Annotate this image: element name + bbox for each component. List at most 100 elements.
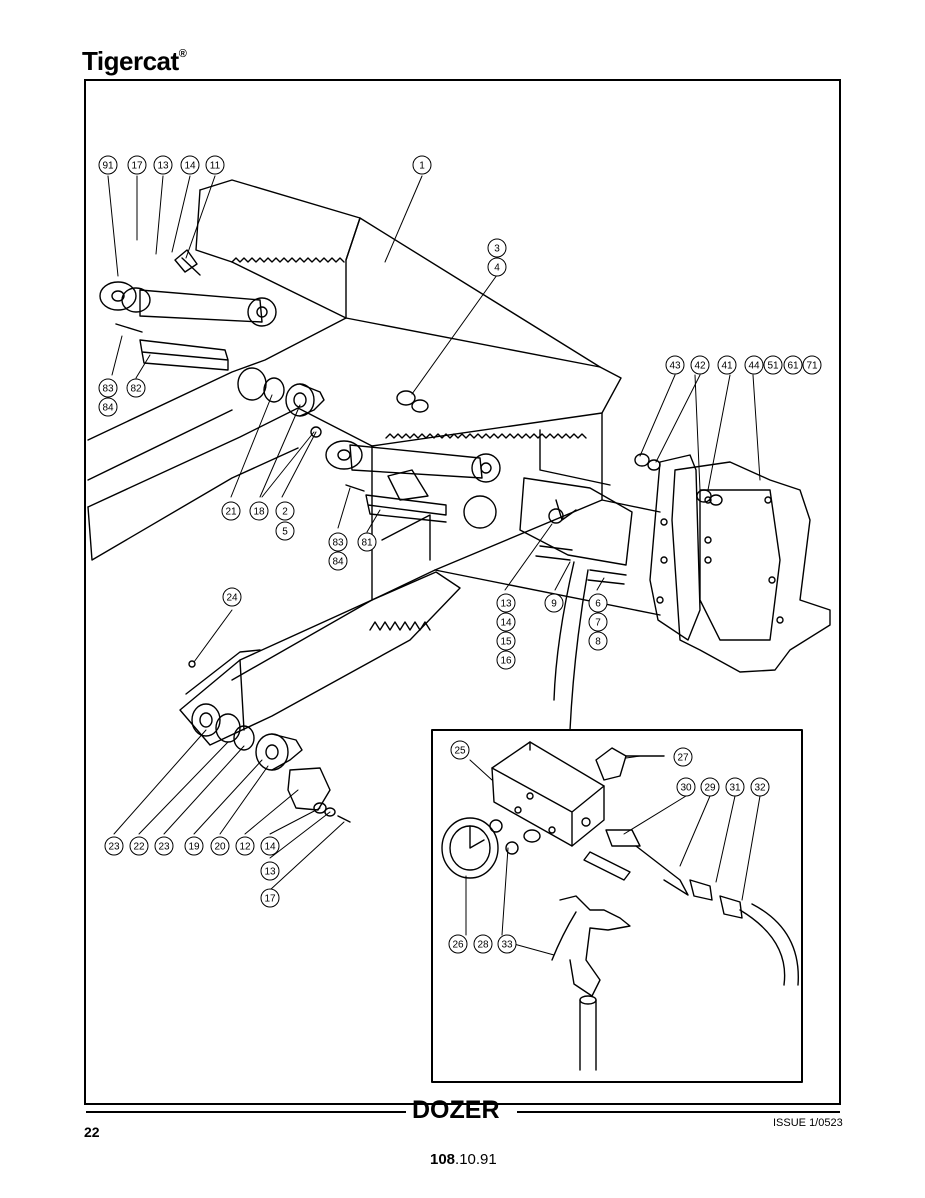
callout-label: 13 bbox=[264, 867, 276, 878]
callout-circle bbox=[496, 631, 516, 651]
callout-16: 16 bbox=[496, 650, 516, 670]
callout-circle bbox=[260, 836, 280, 856]
callout-label: 18 bbox=[253, 507, 265, 518]
callout-19: 19 bbox=[184, 836, 204, 856]
lower-bushings bbox=[215, 713, 351, 823]
section-title: DOZER bbox=[412, 1096, 500, 1124]
callout-25: 25 bbox=[450, 740, 470, 760]
callout-11: 11 bbox=[205, 155, 225, 175]
callout-14: 14 bbox=[260, 836, 280, 856]
callout-circle bbox=[98, 397, 118, 417]
callout-label: 9 bbox=[551, 599, 557, 610]
callout-81: 81 bbox=[357, 532, 377, 552]
upper-cylinder bbox=[99, 249, 277, 327]
callout-label: 32 bbox=[754, 783, 766, 794]
callout-30: 30 bbox=[676, 777, 696, 797]
callout-label: 20 bbox=[214, 842, 226, 853]
callout-label: 23 bbox=[108, 842, 120, 853]
callout-44: 44 bbox=[744, 355, 764, 375]
callout-label: 43 bbox=[669, 361, 681, 372]
callout-label: 61 bbox=[787, 361, 799, 372]
callout-label: 27 bbox=[677, 753, 689, 764]
callout-label: 5 bbox=[282, 527, 288, 538]
callout-6: 6 bbox=[588, 593, 608, 613]
manifold-block bbox=[491, 741, 605, 847]
issue-label: ISSUE 1/0523 bbox=[773, 1117, 843, 1129]
callout-label: 25 bbox=[454, 746, 466, 757]
pin-83-lower bbox=[345, 484, 365, 492]
callout-2: 2 bbox=[275, 501, 295, 521]
callout-27: 27 bbox=[673, 747, 693, 767]
document-number: 108.10.91 bbox=[430, 1151, 497, 1168]
adapter-28 bbox=[501, 829, 541, 936]
callout-18: 18 bbox=[249, 501, 269, 521]
diagram-frame bbox=[84, 79, 841, 1105]
callout-32: 32 bbox=[750, 777, 770, 797]
callout-circle bbox=[497, 934, 517, 954]
callout-circle bbox=[210, 836, 230, 856]
callout-circle bbox=[487, 257, 507, 277]
callout-23: 23 bbox=[154, 836, 174, 856]
coupling-31-32 bbox=[689, 879, 799, 986]
callout-circle bbox=[496, 650, 516, 670]
callout-label: 2 bbox=[282, 507, 288, 518]
callout-circle bbox=[184, 836, 204, 856]
callout-51: 51 bbox=[763, 355, 783, 375]
callout-label: 6 bbox=[595, 599, 601, 610]
callout-circle bbox=[275, 501, 295, 521]
callout-circle bbox=[275, 521, 295, 541]
callout-circle bbox=[104, 836, 124, 856]
callout-label: 13 bbox=[500, 599, 512, 610]
callout-83: 83 bbox=[98, 378, 118, 398]
callout-label: 26 bbox=[452, 940, 464, 951]
callout-17: 17 bbox=[260, 888, 280, 908]
callout-label: 30 bbox=[680, 783, 692, 794]
callout-circle bbox=[450, 740, 470, 760]
callout-circle bbox=[260, 888, 280, 908]
fuel-nozzle-33 bbox=[551, 895, 631, 1071]
callout-3: 3 bbox=[487, 238, 507, 258]
bracket-81 bbox=[365, 494, 447, 523]
bracket-82 bbox=[139, 339, 229, 371]
plug-part-3 bbox=[396, 390, 429, 413]
document-number-minor: .10.91 bbox=[455, 1151, 497, 1168]
callout-label: 14 bbox=[264, 842, 276, 853]
callout-circle bbox=[588, 631, 608, 651]
callout-label: 19 bbox=[188, 842, 200, 853]
brand-logo: Tigercat® bbox=[82, 46, 187, 77]
callout-label: 21 bbox=[225, 507, 237, 518]
callout-circle bbox=[717, 355, 737, 375]
valve-plate bbox=[519, 477, 633, 731]
callout-label: 91 bbox=[102, 161, 114, 172]
callout-23: 23 bbox=[104, 836, 124, 856]
callout-circle bbox=[496, 593, 516, 613]
callout-5: 5 bbox=[275, 521, 295, 541]
upper-pivot-lug bbox=[237, 367, 325, 438]
registered-mark: ® bbox=[178, 48, 187, 60]
callout-circle bbox=[126, 378, 146, 398]
callout-61: 61 bbox=[783, 355, 803, 375]
callout-circle bbox=[205, 155, 225, 175]
callout-circle bbox=[221, 501, 241, 521]
callout-circle bbox=[690, 355, 710, 375]
callout-circle bbox=[249, 501, 269, 521]
callout-71: 71 bbox=[802, 355, 822, 375]
callout-label: 14 bbox=[500, 618, 512, 629]
callout-91: 91 bbox=[98, 155, 118, 175]
callout-33: 33 bbox=[497, 934, 517, 954]
callout-circle bbox=[802, 355, 822, 375]
callout-circle bbox=[473, 934, 493, 954]
inset-leaders bbox=[469, 755, 761, 956]
callout-circle bbox=[235, 836, 255, 856]
callout-circle bbox=[328, 551, 348, 571]
callout-label: 22 bbox=[133, 842, 145, 853]
callout-circle bbox=[588, 612, 608, 632]
callout-29: 29 bbox=[700, 777, 720, 797]
callout-label: 83 bbox=[102, 384, 114, 395]
callout-label: 71 bbox=[806, 361, 818, 372]
callout-label: 17 bbox=[264, 894, 276, 905]
callout-label: 82 bbox=[130, 384, 142, 395]
callout-84: 84 bbox=[98, 397, 118, 417]
callout-label: 1 bbox=[419, 161, 425, 172]
teeth-upper bbox=[231, 257, 345, 263]
